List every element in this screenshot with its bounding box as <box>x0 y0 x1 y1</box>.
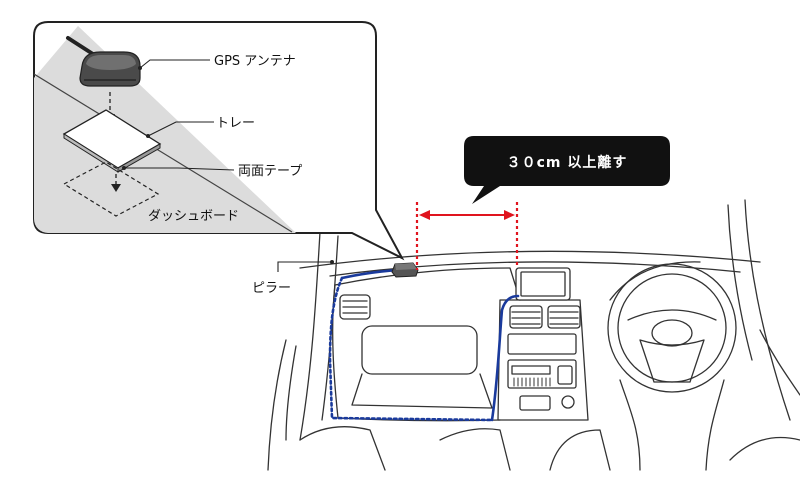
gps-antenna-label: GPS アンテナ <box>214 54 296 69</box>
antenna-cable <box>328 268 520 422</box>
placement-outline <box>62 161 160 217</box>
gps-antenna-icon <box>79 51 141 87</box>
pillar-label: ピラー <box>252 281 291 296</box>
distance-note: ３０cm 以上離す <box>507 154 628 171</box>
dashboard-label: ダッシュボード <box>148 209 239 224</box>
cable-solid-console <box>490 294 520 422</box>
car-interior <box>267 199 800 471</box>
gps-antenna-on-dashboard <box>391 262 419 278</box>
tape-label: 両面テープ <box>238 164 302 179</box>
tray-label: トレー <box>216 116 255 131</box>
distance-marker <box>415 202 519 270</box>
distance-callout: ３０cm 以上離す <box>464 136 670 204</box>
cable-dotted <box>328 276 494 422</box>
detail-bubble: GPS アンテナ トレー 両面テープ ダッシュボード <box>33 21 405 261</box>
pillar-label-group: ピラー <box>252 260 334 296</box>
